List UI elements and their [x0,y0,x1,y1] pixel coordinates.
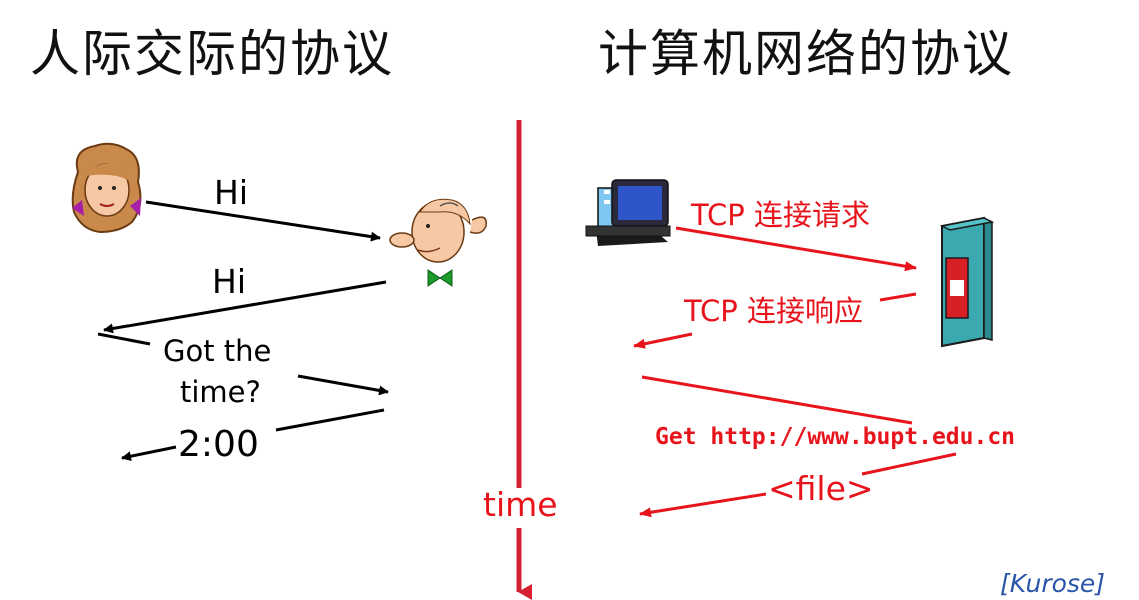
hi-label-2: Hi [212,262,246,301]
title-human-protocol: 人际交际的协议 [30,25,394,83]
tcp-response-arrow-start [879,292,917,302]
question-arrow-end [297,374,389,396]
tcp-response-label: TCP 连接响应 [684,294,863,328]
man-icon [389,198,487,287]
question-arrow-start [97,332,151,346]
hi-arrow-left [103,280,387,334]
get-request-label: Get http://www.bupt.edu.cn [655,424,1016,450]
source-credit: [Kurose] [1000,569,1106,598]
file-label: <file> [768,469,874,508]
computer-icon [585,179,671,246]
get-request-arrow [641,375,913,425]
timeline-label: time [483,485,558,524]
network-message-arrows [633,226,957,518]
answer-label: 2:00 [178,424,259,465]
answer-arrow-end [121,445,177,462]
file-arrow-start [861,452,957,476]
tcp-request-arrow [675,226,917,272]
question-label-line2: time? [180,375,261,409]
question-label-line1: Got the [163,334,272,368]
answer-arrow-start [275,408,385,432]
server-icon [939,216,995,348]
tcp-response-arrow-end [633,332,693,349]
tcp-request-label: TCP 连接请求 [691,198,870,232]
hi-arrow-right [145,200,381,242]
woman-icon [71,142,142,234]
hi-label-1: Hi [214,173,248,212]
title-network-protocol: 计算机网络的协议 [598,25,1014,83]
file-arrow-end [639,492,767,518]
human-message-arrows [97,200,389,462]
